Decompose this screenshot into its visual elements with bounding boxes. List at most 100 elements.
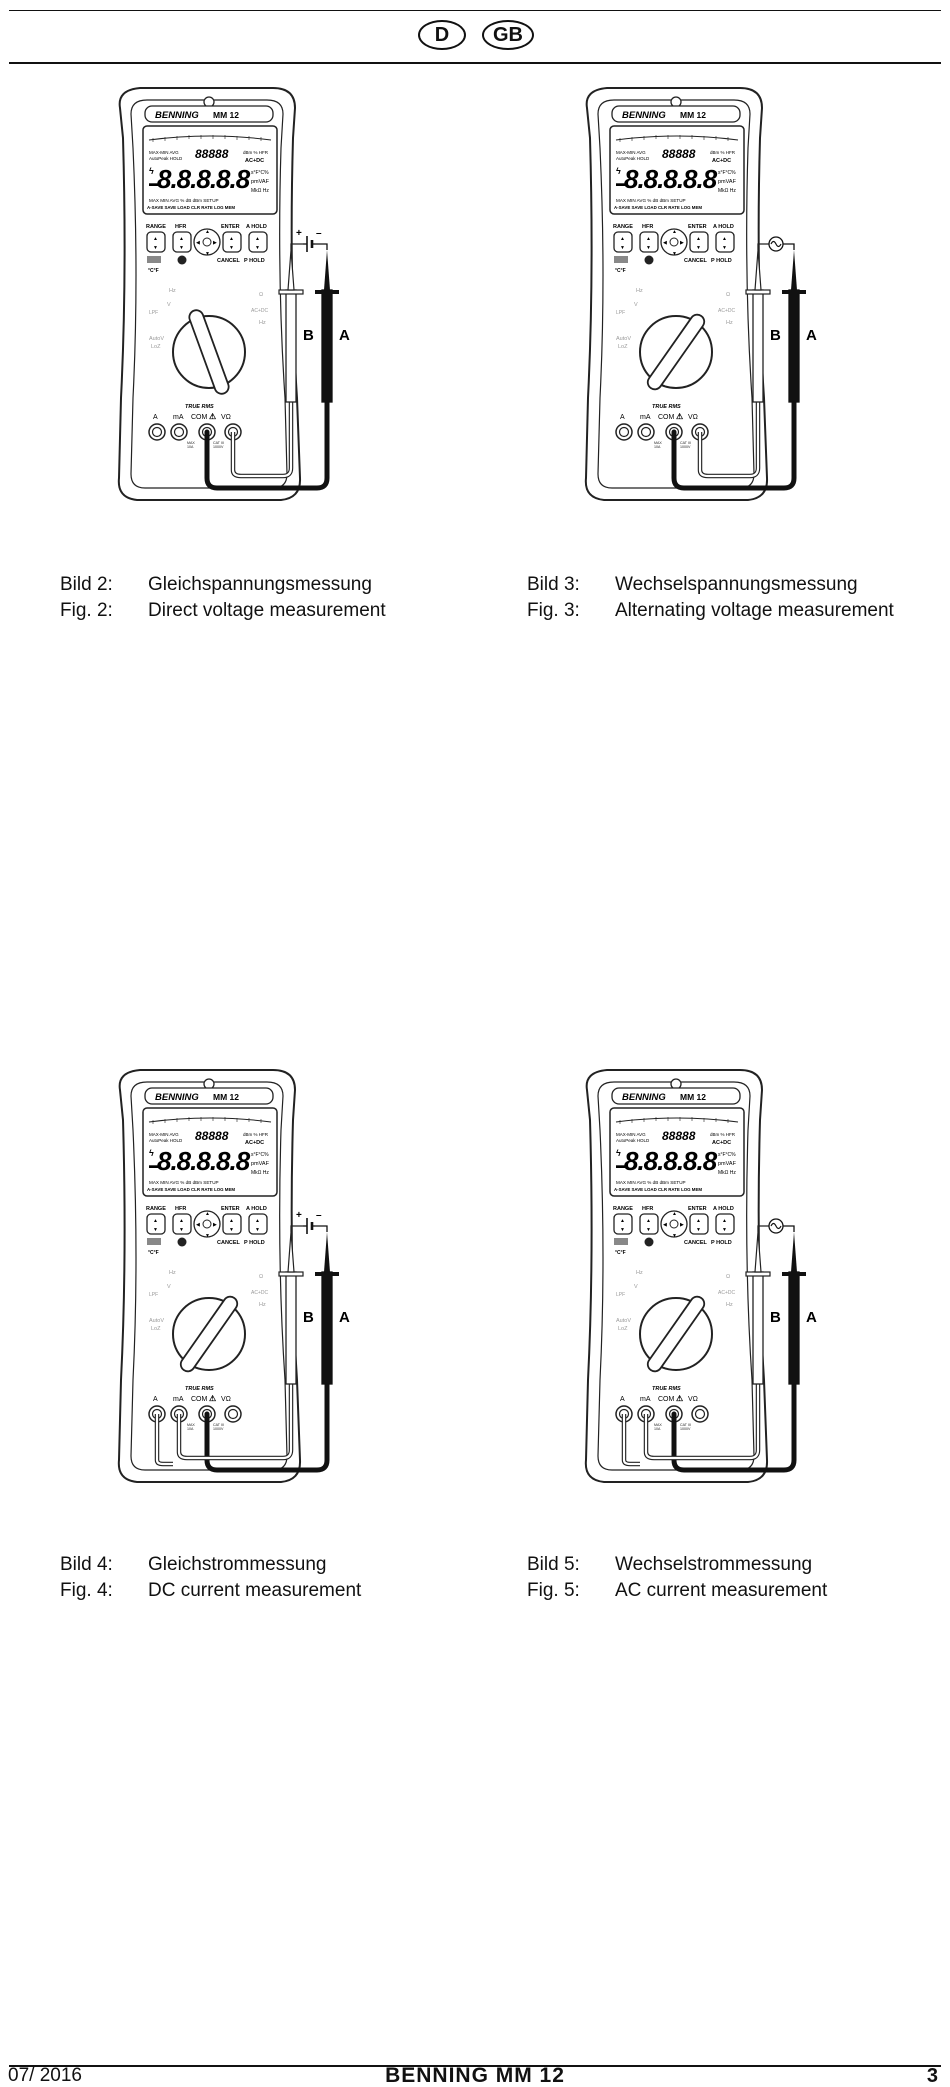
svg-text:AutoPeak HOLD: AutoPeak HOLD: [616, 156, 650, 161]
svg-text:MkΩ Hz: MkΩ Hz: [718, 188, 736, 194]
svg-text:s°F°C%: s°F°C%: [718, 1152, 736, 1158]
svg-text:A HOLD: A HOLD: [246, 224, 267, 230]
lcd-display: [609, 125, 745, 215]
svg-text:AutoV: AutoV: [616, 336, 631, 342]
figure-ac-voltage: BENNING MM 12 88888 MAX-MIN AVG AutoPeak…: [512, 78, 950, 578]
svg-text:COM: COM: [658, 1396, 675, 1403]
svg-text:A HOLD: A HOLD: [713, 1206, 734, 1212]
svg-text:▲: ▲: [646, 1218, 651, 1224]
svg-text:▼: ▼: [722, 245, 727, 251]
svg-text:1000V: 1000V: [680, 445, 691, 449]
svg-text:▼: ▼: [205, 251, 210, 257]
svg-text:1000V: 1000V: [213, 1427, 224, 1431]
svg-text:HFR: HFR: [175, 224, 186, 230]
svg-text:▼: ▼: [696, 245, 701, 251]
svg-text:88888: 88888: [195, 147, 229, 161]
svg-text:Hz: Hz: [259, 320, 266, 326]
meter-model: MM 12: [680, 110, 706, 120]
svg-text:▲: ▲: [620, 1218, 625, 1224]
svg-text:▬: ▬: [149, 1160, 158, 1170]
svg-text:▲: ▲: [229, 1218, 234, 1224]
svg-text:▲: ▲: [696, 236, 701, 242]
probe-b-label: B: [770, 327, 781, 344]
svg-text:s°F°C%: s°F°C%: [251, 1152, 269, 1158]
svg-text:A: A: [153, 414, 158, 421]
probe-b: [752, 1271, 764, 1385]
svg-text:▼: ▼: [229, 245, 234, 251]
caption-label-en: Fig. 5:: [527, 1580, 580, 1601]
svg-text:mA: mA: [173, 1396, 184, 1403]
com-cable: [671, 395, 797, 491]
svg-text:dBm % HFR: dBm % HFR: [710, 1132, 736, 1137]
svg-text:◀: ◀: [663, 1222, 667, 1228]
svg-text:⚠: ⚠: [209, 412, 216, 421]
svg-text:AutoPeak HOLD: AutoPeak HOLD: [616, 1138, 650, 1143]
svg-text:▼: ▼: [179, 1227, 184, 1233]
svg-text:8.8.8.8.8: 8.8.8.8.8: [157, 164, 251, 194]
svg-text:°C°F: °C°F: [615, 268, 626, 274]
caption-label-en: Fig. 3:: [527, 600, 580, 621]
svg-text:VΩ: VΩ: [221, 1396, 231, 1403]
svg-text:Hz: Hz: [169, 288, 176, 294]
svg-text:A HOLD: A HOLD: [246, 1206, 267, 1212]
svg-text:10A: 10A: [187, 1427, 194, 1431]
svg-text:A-SAVE SAVE LOAD CLR RATE LOG: A-SAVE SAVE LOAD CLR RATE LOG MEM: [147, 205, 235, 210]
svg-text:▲: ▲: [255, 1218, 260, 1224]
svg-text:▲: ▲: [205, 229, 210, 235]
svg-text:◀: ◀: [196, 240, 200, 246]
header-rule-bottom: [9, 62, 941, 64]
svg-text:MkΩ Hz: MkΩ Hz: [718, 1170, 736, 1176]
svg-text:+: +: [296, 1210, 302, 1221]
caption-label-en: Fig. 2:: [60, 600, 113, 621]
svg-text:pmVAF: pmVAF: [251, 1161, 270, 1167]
svg-text:MAX: MAX: [654, 441, 662, 445]
svg-text:mA: mA: [173, 414, 184, 421]
svg-text:P HOLD: P HOLD: [711, 258, 732, 264]
svg-text:AC+DC: AC+DC: [718, 308, 735, 314]
svg-text:▼: ▼: [255, 245, 260, 251]
svg-text:AutoV: AutoV: [616, 1318, 631, 1324]
svg-text:HFR: HFR: [642, 1206, 653, 1212]
svg-text:ENTER: ENTER: [688, 1206, 707, 1212]
svg-text:▼: ▼: [672, 251, 677, 257]
svg-text:–: –: [316, 1210, 322, 1221]
svg-text:A-SAVE SAVE LOAD CLR RATE LOG: A-SAVE SAVE LOAD CLR RATE LOG MEM: [614, 1187, 702, 1192]
probe-b: [752, 289, 764, 403]
svg-text:+: +: [296, 228, 302, 239]
probe-b: [285, 1271, 297, 1385]
svg-text:RANGE: RANGE: [146, 1206, 166, 1212]
svg-text:Ω: Ω: [726, 292, 730, 298]
svg-text:▼: ▼: [205, 1233, 210, 1239]
svg-text:V: V: [634, 1284, 638, 1290]
svg-text:s°F°C%: s°F°C%: [251, 170, 269, 176]
svg-text:▶: ▶: [680, 1222, 684, 1228]
svg-text:CANCEL: CANCEL: [684, 1240, 708, 1246]
language-badge-d: D: [418, 20, 466, 50]
svg-text:A HOLD: A HOLD: [713, 224, 734, 230]
page-number: 3: [926, 2065, 938, 2087]
svg-text:▲: ▲: [153, 236, 158, 242]
caption-text-en: AC current measurement: [615, 1580, 828, 1601]
svg-text:°C°F: °C°F: [148, 1250, 159, 1256]
svg-text:dBm % HFR: dBm % HFR: [243, 150, 269, 155]
svg-text:Hz: Hz: [259, 1302, 266, 1308]
svg-text:AC+DC: AC+DC: [251, 1290, 268, 1296]
svg-text:LoZ: LoZ: [151, 344, 161, 350]
svg-text:HFR: HFR: [175, 1206, 186, 1212]
svg-text:Hz: Hz: [636, 1270, 643, 1276]
svg-text:▶: ▶: [680, 240, 684, 246]
svg-text:▼: ▼: [229, 1227, 234, 1233]
svg-text:AutoPeak HOLD: AutoPeak HOLD: [149, 1138, 183, 1143]
svg-text:1000V: 1000V: [213, 445, 224, 449]
svg-text:dBm % HFR: dBm % HFR: [243, 1132, 269, 1137]
svg-text:88888: 88888: [662, 147, 696, 161]
svg-text:▲: ▲: [646, 236, 651, 242]
svg-text:A: A: [153, 1396, 158, 1403]
caption-figure-5: Bild 5:Wechselstrommessung Fig. 5:AC cur…: [527, 1552, 827, 1604]
lcd-display: [142, 1107, 278, 1197]
svg-text:◀: ◀: [196, 1222, 200, 1228]
svg-text:CANCEL: CANCEL: [684, 258, 708, 264]
svg-text:ϟ: ϟ: [616, 1148, 621, 1158]
svg-text:MAX MIN AVG % dB dB: MAX MIN AVG % dB dBm SETUP: [149, 198, 219, 203]
footer-brand: BENNING MM 12: [385, 2064, 565, 2087]
